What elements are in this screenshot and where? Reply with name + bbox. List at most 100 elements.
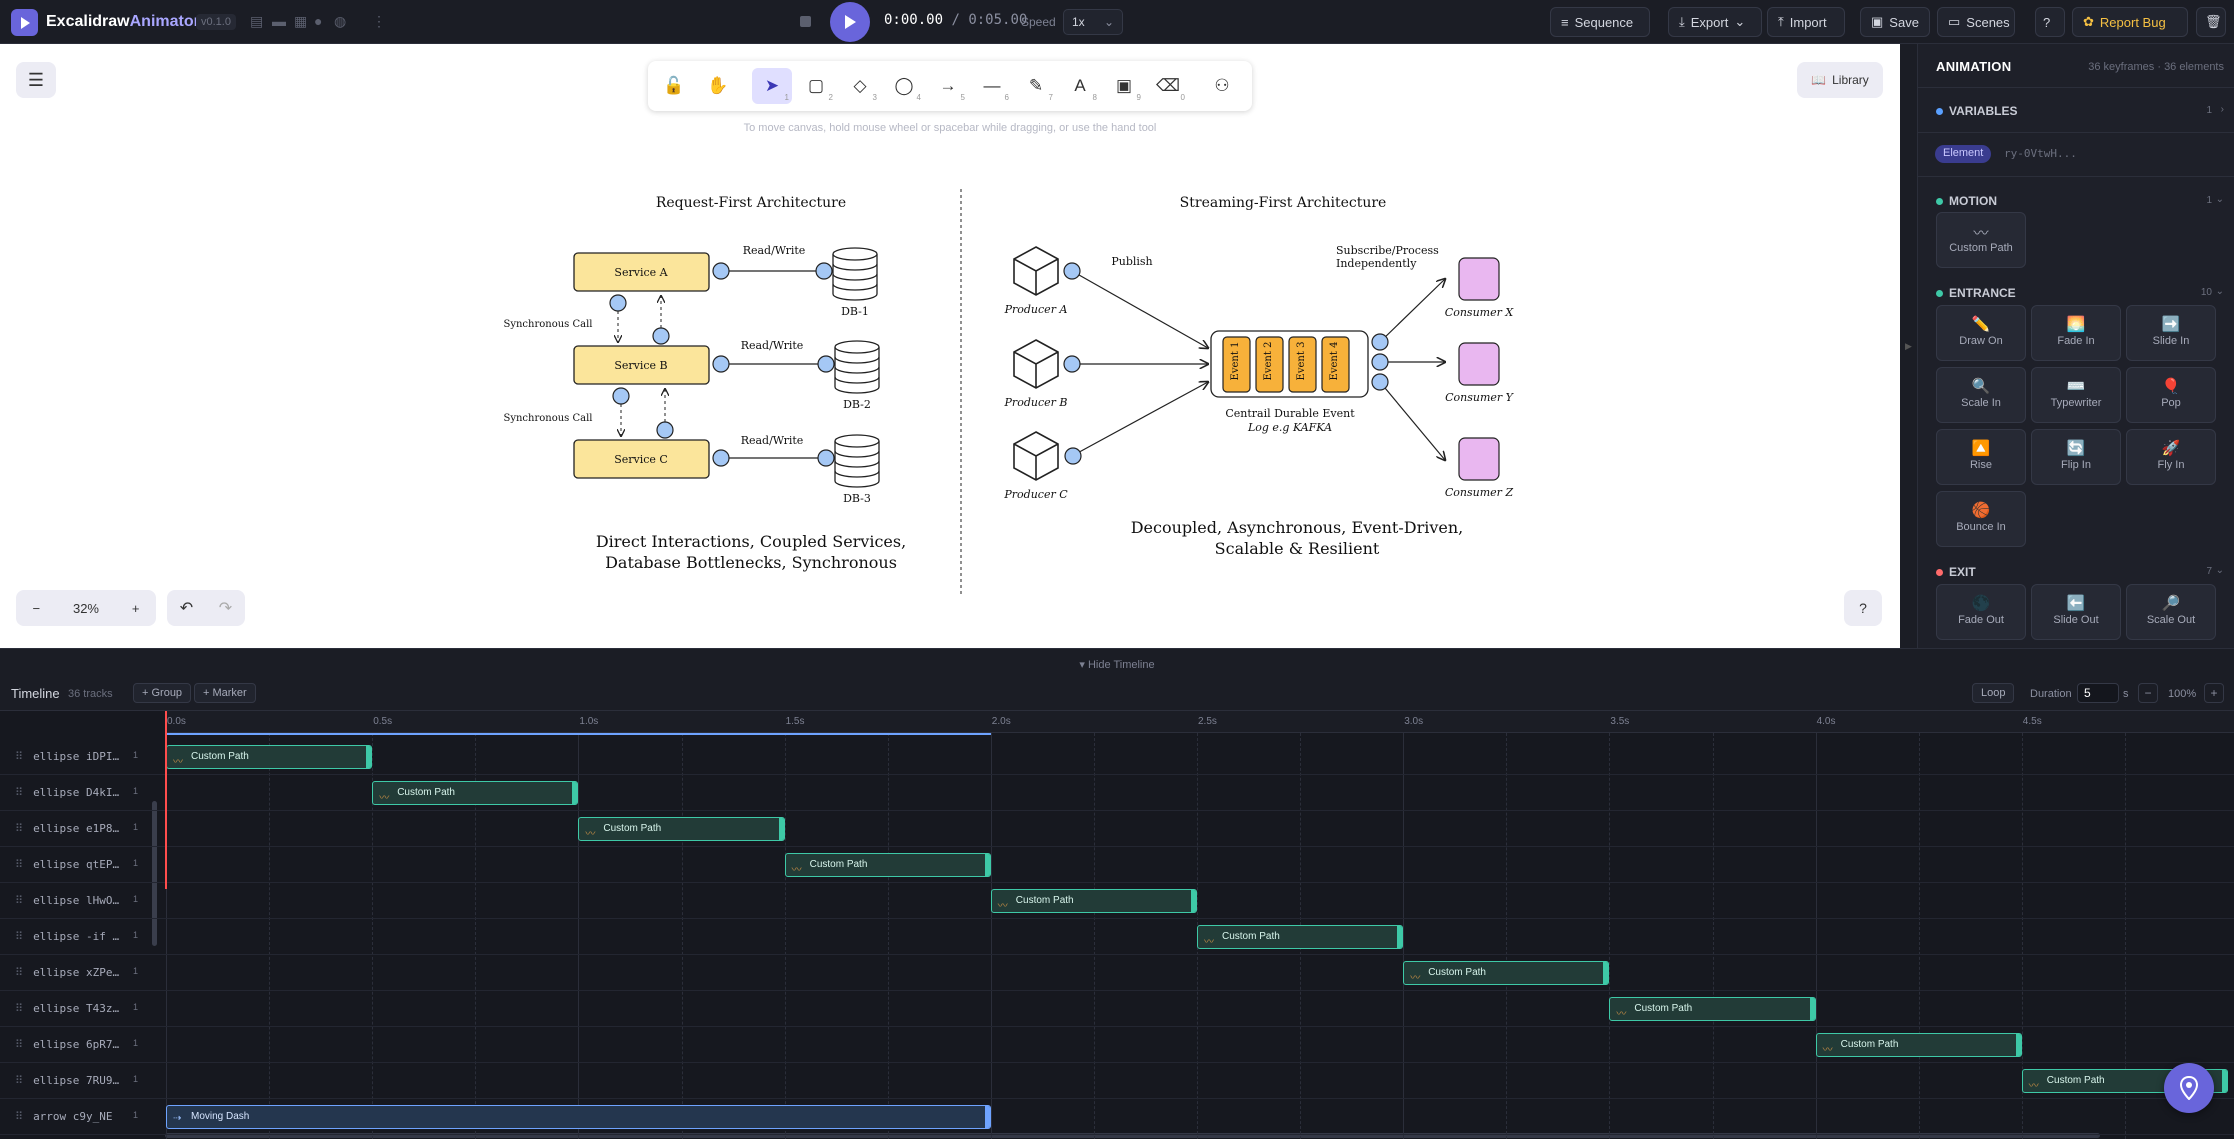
track-row[interactable]: ⠿ellipse iDPI… 1〰Custom Path [0, 739, 2234, 775]
clip-resize-handle[interactable] [1190, 890, 1196, 912]
duration-input[interactable]: 5 [2077, 683, 2119, 703]
add-marker-button[interactable]: + Marker [194, 683, 256, 703]
preset-pop[interactable]: 🎈Pop [2126, 367, 2216, 423]
drag-handle-icon[interactable]: ⠿ [15, 1038, 24, 1051]
export-button[interactable]: ⤓Export⌄ [1668, 7, 1762, 37]
stop-button[interactable] [800, 16, 811, 27]
element-pill[interactable]: Element [1935, 145, 1992, 163]
preset-draw-on[interactable]: ✏️Draw On [1936, 305, 2026, 361]
timeline-zoom-in-button[interactable]: + [2204, 683, 2224, 703]
drag-handle-icon[interactable]: ⠿ [15, 786, 24, 799]
drag-handle-icon[interactable]: ⠿ [15, 822, 24, 835]
database-3[interactable]: DB-3 [834, 434, 880, 505]
preset-fade-out[interactable]: 🌑Fade Out [1936, 584, 2026, 640]
preset-slide-out[interactable]: ⬅️Slide Out [2031, 584, 2121, 640]
clip-resize-handle[interactable] [984, 854, 990, 876]
line-tool[interactable]: —6 [972, 68, 1012, 104]
clip-resize-handle[interactable] [984, 1106, 990, 1128]
timeline-clip[interactable]: 〰Custom Path [1197, 925, 1404, 949]
section-exit[interactable]: EXIT [1936, 565, 1976, 579]
preset-fly-in[interactable]: 🚀Fly In [2126, 429, 2216, 485]
consumer-z[interactable]: Consumer Z [1445, 437, 1514, 499]
import-button[interactable]: ⤒Import [1767, 7, 1845, 37]
timeline-clip[interactable]: 〰Custom Path [1609, 997, 1816, 1021]
shapes-tool[interactable]: ⚇ [1202, 68, 1242, 104]
service-c[interactable]: Service C [573, 439, 710, 479]
producer-b[interactable]: Producer B [1004, 339, 1068, 409]
undo-icon[interactable]: ↶ [179, 600, 194, 617]
hand-tool[interactable]: ✋ [698, 68, 738, 104]
scenes-button[interactable]: ▭Scenes [1937, 7, 2015, 37]
section-entrance[interactable]: ENTRANCE [1936, 286, 2016, 300]
track-row[interactable]: ⠿ellipse xZPe… 1〰Custom Path [0, 955, 2234, 991]
hide-timeline-toggle[interactable]: ▾ Hide Timeline [0, 648, 2234, 675]
timeline-clip[interactable]: 〰Custom Path [1815, 1033, 2022, 1057]
database-1[interactable]: DB-1 [832, 247, 878, 318]
ellipse-tool[interactable]: ◯4 [884, 68, 924, 104]
drag-handle-icon[interactable]: ⠿ [15, 966, 24, 979]
database-2[interactable]: DB-2 [834, 340, 880, 411]
anchor-circles-right[interactable] [1063, 262, 1389, 465]
timeline-clip[interactable]: 〰Custom Path [1403, 961, 1610, 985]
speed-select[interactable]: 1x⌄ [1063, 9, 1123, 35]
film-icon[interactable]: ▬ [272, 13, 286, 29]
github-icon[interactable]: ● [314, 13, 323, 29]
clip-resize-handle[interactable] [1603, 962, 1609, 984]
event-3[interactable]: Event 3 [1288, 336, 1317, 393]
timeline-clip[interactable]: 〰Custom Path [166, 745, 373, 769]
clip-resize-handle[interactable] [1809, 998, 1815, 1020]
event-4[interactable]: Event 4 [1321, 336, 1350, 393]
chevron-down-icon[interactable]: ⌄ [2215, 565, 2224, 576]
pencil-tool[interactable]: ✎7 [1016, 68, 1056, 104]
timeline-zoom-out-button[interactable]: − [2138, 683, 2158, 703]
preset-custom-path[interactable]: 〰Custom Path [1936, 212, 2026, 268]
preset-flip-in[interactable]: 🔄Flip In [2031, 429, 2121, 485]
arrow-tool[interactable]: →5 [928, 68, 968, 104]
preset-typewriter[interactable]: ⌨️Typewriter [2031, 367, 2121, 423]
timeline-clip[interactable]: ⇢Moving Dash [166, 1105, 991, 1129]
sequence-button[interactable]: ≡Sequence [1550, 7, 1650, 37]
chevron-down-icon[interactable]: ⌄ [2215, 194, 2224, 205]
section-variables[interactable]: VARIABLES [1936, 104, 2017, 118]
consumer-x[interactable]: Consumer X [1445, 257, 1515, 319]
preset-scale-in[interactable]: 🔍Scale In [1936, 367, 2026, 423]
redo-icon[interactable]: ↷ [218, 600, 233, 617]
drag-handle-icon[interactable]: ⠿ [15, 1074, 24, 1087]
track-row[interactable]: ⠿ellipse lHwO… 1〰Custom Path [0, 883, 2234, 919]
track-row[interactable]: ⠿ellipse 7RU9… 1〰Custom Path [0, 1063, 2234, 1099]
more-icon[interactable]: ⋮ [372, 13, 386, 29]
chevron-down-icon[interactable]: ⌄ [2215, 286, 2224, 297]
floating-action-button[interactable] [2164, 1063, 2214, 1113]
producer-a[interactable]: Producer A [1004, 246, 1068, 316]
timeline-clip[interactable]: 〰Custom Path [784, 853, 991, 877]
section-motion[interactable]: MOTION [1936, 194, 1997, 208]
event-2[interactable]: Event 2 [1255, 336, 1284, 393]
docs-icon[interactable]: ▤ [250, 13, 264, 29]
drag-handle-icon[interactable]: ⠿ [15, 750, 24, 763]
lock-tool[interactable]: 🔓 [654, 68, 694, 104]
track-row[interactable]: ⠿ellipse T43z… 1〰Custom Path [0, 991, 2234, 1027]
help-button[interactable]: ? [2035, 7, 2065, 37]
track-scrollbar[interactable] [152, 801, 157, 946]
track-row[interactable]: ⠿ellipse 6pR7… 1〰Custom Path [0, 1027, 2234, 1063]
timeline-clip[interactable]: 〰Custom Path [990, 889, 1197, 913]
canvas-help-button[interactable]: ? [1844, 590, 1882, 626]
clip-resize-handle[interactable] [2015, 1034, 2021, 1056]
clip-resize-handle[interactable] [572, 782, 578, 804]
timeline-hscrollbar[interactable] [165, 1133, 2100, 1138]
play-button[interactable] [830, 2, 870, 42]
preset-bounce-in[interactable]: 🏀Bounce In [1936, 491, 2026, 547]
track-row[interactable]: ⠿ellipse qtEP… 1〰Custom Path [0, 847, 2234, 883]
chevron-right-icon[interactable]: › [2220, 104, 2224, 115]
preset-scale-out[interactable]: 🔎Scale Out [2126, 584, 2216, 640]
track-row[interactable]: ⠿ellipse D4kI… 1〰Custom Path [0, 775, 2234, 811]
report-bug-button[interactable]: ✿Report Bug [2072, 7, 2188, 37]
drag-handle-icon[interactable]: ⠿ [15, 894, 24, 907]
drag-handle-icon[interactable]: ⠿ [15, 930, 24, 943]
playhead[interactable] [165, 711, 167, 889]
main-menu-button[interactable]: ☰ [16, 62, 56, 98]
track-row[interactable]: ⠿ellipse e1P8… 1〰Custom Path [0, 811, 2234, 847]
